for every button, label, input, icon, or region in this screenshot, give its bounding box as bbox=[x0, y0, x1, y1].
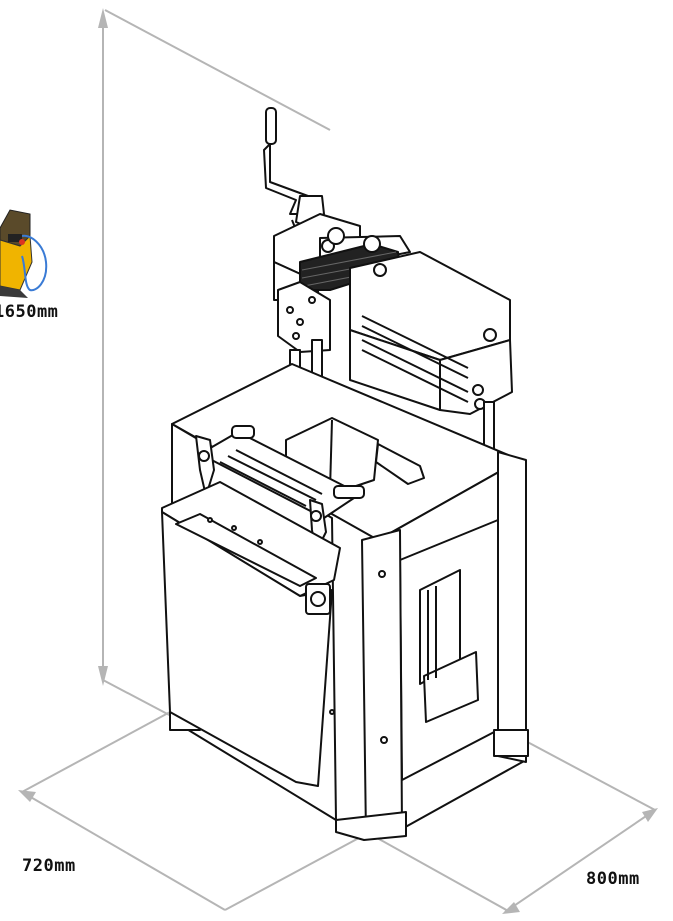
width-dimension-label: 720mm bbox=[22, 856, 76, 876]
width-reference-left bbox=[21, 711, 171, 793]
height-reference-top bbox=[104, 9, 331, 131]
height-arrow-top bbox=[98, 8, 108, 28]
height-dimension-label: 1650mm bbox=[0, 302, 59, 322]
depth-dimension-line bbox=[369, 833, 511, 913]
depth-dimension-line-3 bbox=[504, 809, 656, 913]
control-box-front bbox=[161, 511, 333, 787]
height-reference-bottom bbox=[102, 679, 176, 719]
depth-arrow-right bbox=[642, 808, 658, 822]
height-arrow-bottom bbox=[98, 666, 108, 686]
width-dimension-line bbox=[21, 791, 226, 911]
dimension-lines bbox=[18, 8, 658, 914]
width-reference-right bbox=[224, 831, 371, 911]
product-thumbnail-image bbox=[0, 209, 48, 298]
control-box bbox=[161, 481, 341, 787]
depth-dimension-line-2 bbox=[519, 737, 656, 811]
machine-drawing bbox=[161, 107, 529, 841]
width-arrow-left bbox=[18, 790, 36, 802]
depth-arrow-bottom bbox=[502, 902, 520, 914]
depth-dimension-label: 800mm bbox=[586, 869, 640, 889]
